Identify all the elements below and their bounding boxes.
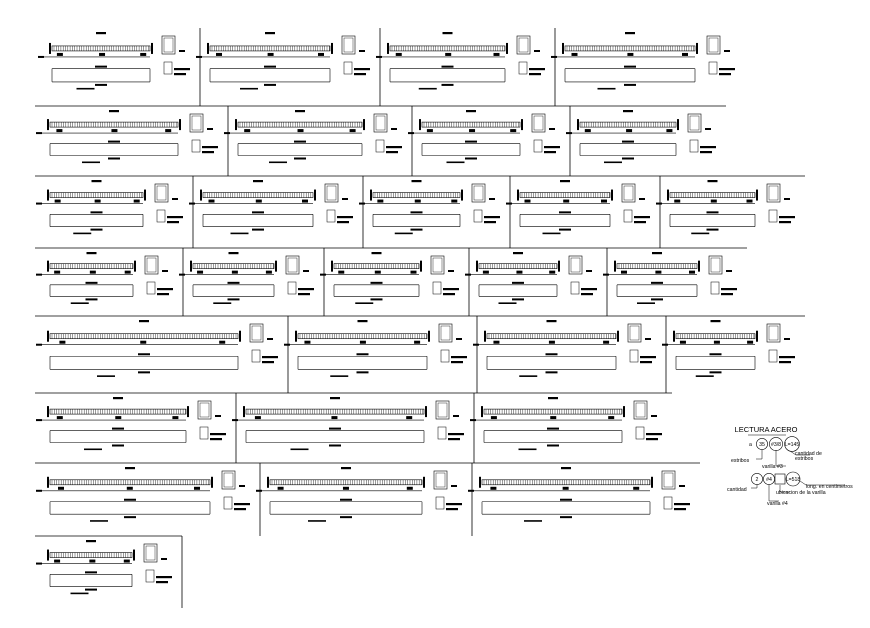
sheet-grid-lines	[35, 28, 805, 608]
beam-detail-panels	[36, 32, 795, 595]
beam-detail	[656, 180, 795, 235]
stirrup-count-circle	[756, 438, 768, 450]
bar-note-3: varilla #4	[767, 501, 788, 507]
beam-detail	[473, 320, 656, 377]
beam-detail	[506, 180, 650, 235]
beam-detail	[36, 252, 173, 304]
beam-detail	[376, 32, 545, 90]
beam-detail	[408, 110, 560, 164]
bar-location-box	[774, 473, 786, 485]
bar-label-left: cantidad	[727, 487, 747, 493]
bar-note-1: long. en centimetros	[806, 484, 853, 490]
beam-detail	[359, 180, 500, 235]
beam-detail	[465, 252, 597, 304]
bar-count: 2	[756, 477, 759, 483]
bar-length: L=518	[786, 477, 801, 483]
beam-detail	[38, 32, 190, 90]
stirrup-note-1: cantidad de	[795, 451, 822, 457]
beam-detail	[196, 32, 370, 90]
beam-detail	[320, 252, 459, 304]
bar-count-circle	[751, 473, 763, 485]
stirrup-size: #3/8	[771, 442, 781, 448]
beam-detail	[551, 32, 735, 90]
stirrup-label-left: estribos	[731, 458, 750, 464]
beam-detail	[566, 110, 716, 164]
stirrup-length: L=145	[785, 442, 800, 448]
beam-detail	[36, 110, 218, 164]
legend-title: LECTURA ACERO	[735, 425, 798, 434]
steel-reading-legend: LECTURA ACERO a 35 #3/8 L=145 estribos c…	[727, 425, 853, 507]
stirrup-length-circle	[784, 436, 800, 452]
stirrup-note-2: estribos	[795, 456, 814, 462]
beam-detail	[284, 320, 467, 377]
beam-detail	[179, 252, 314, 304]
beam-detail	[256, 467, 462, 522]
beam-detail	[468, 467, 690, 522]
beam-detail	[36, 180, 183, 235]
beam-detail	[36, 467, 250, 522]
beam-detail	[232, 397, 464, 451]
stirrup-count: 35	[759, 442, 765, 448]
beam-detail	[470, 397, 662, 451]
beam-detail	[36, 540, 172, 595]
bar-size: #4	[766, 477, 772, 483]
beam-detail	[603, 252, 737, 304]
beam-detail	[224, 110, 402, 164]
stirrup-note-3: varilla #3	[762, 464, 783, 470]
bar-note-2: ubicacion de la varilla	[776, 490, 826, 496]
beam-detail	[36, 397, 226, 451]
stirrup-prefix: a	[749, 442, 752, 448]
beam-detail	[189, 180, 353, 235]
beam-detail	[36, 320, 278, 377]
bar-length-circle	[785, 471, 801, 487]
bar-size-circle	[763, 473, 775, 485]
beam-detail	[662, 320, 795, 377]
